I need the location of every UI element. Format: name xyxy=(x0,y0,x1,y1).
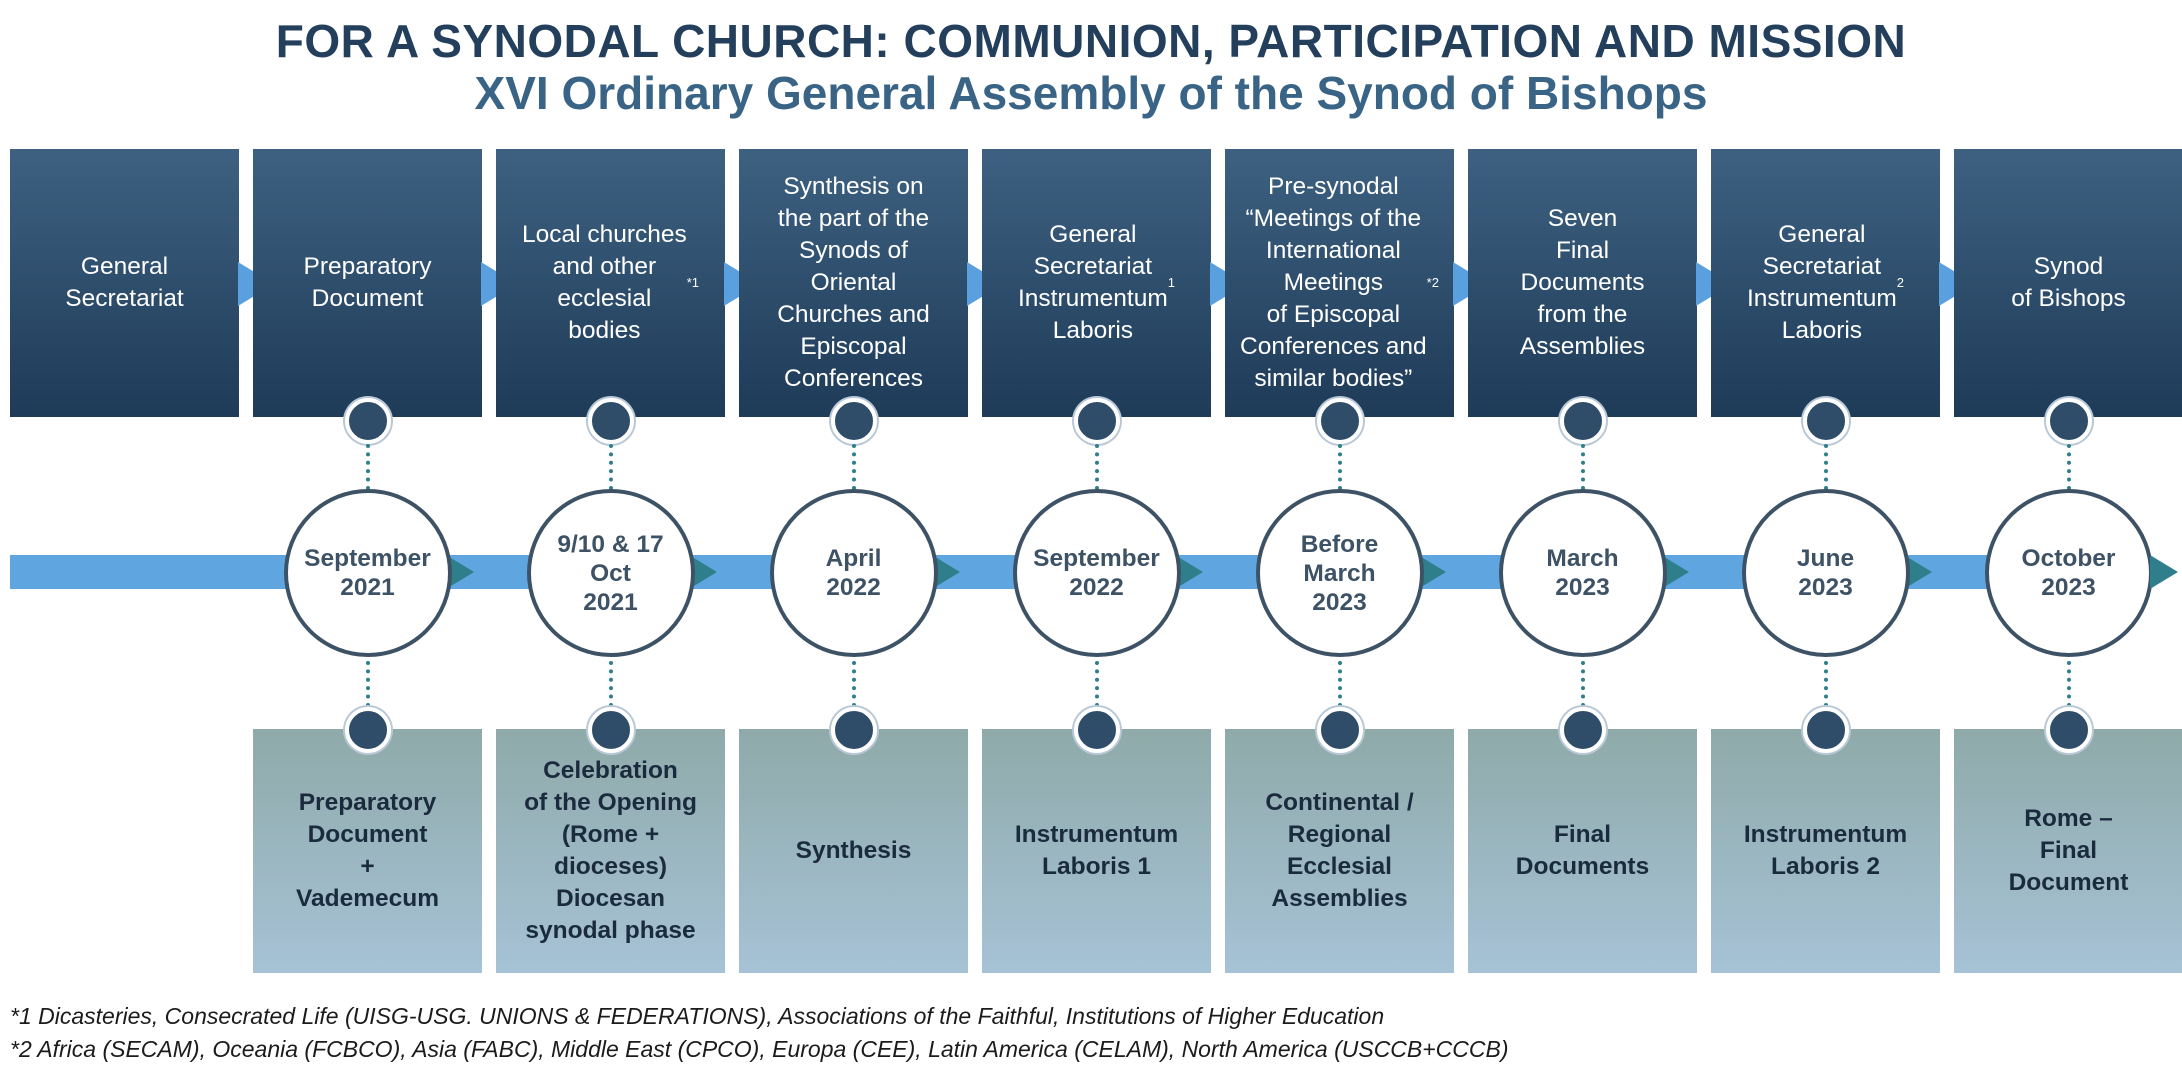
diagram-title: FOR A SYNODAL CHURCH: COMMUNION, PARTICI… xyxy=(275,15,1907,67)
top-connector-node xyxy=(830,398,877,444)
bottom-dotted-connector xyxy=(365,661,370,707)
footnote-marker: 2 xyxy=(1896,275,1904,290)
bottom-connector-node xyxy=(830,707,877,753)
bottom-dotted-connector xyxy=(1337,661,1342,707)
footnote-marker: 1 xyxy=(1167,275,1175,290)
bottom-connector-node xyxy=(587,707,634,753)
top-dotted-connector xyxy=(1580,444,1585,490)
top-connector-node xyxy=(1559,398,1606,444)
top-connector-node xyxy=(587,398,634,444)
top-dotted-connector xyxy=(608,444,613,490)
bottom-connector-node xyxy=(1559,707,1606,753)
top-connector-node xyxy=(1802,398,1849,444)
bottom-dotted-connector xyxy=(608,661,613,707)
stage-bottom-box: Synthesis xyxy=(739,729,968,973)
bottom-connector-node xyxy=(1073,707,1120,753)
bottom-connector-node xyxy=(2045,707,2092,753)
top-dotted-connector xyxy=(1823,444,1828,490)
band-end-arrow-icon xyxy=(2150,555,2178,589)
top-connector-node xyxy=(2045,398,2092,444)
top-dotted-connector xyxy=(851,444,856,490)
bottom-dotted-connector xyxy=(2066,661,2071,707)
bottom-dotted-connector xyxy=(1094,661,1099,707)
top-dotted-connector xyxy=(1094,444,1099,490)
top-connector-node xyxy=(344,398,391,444)
bottom-dotted-connector xyxy=(851,661,856,707)
top-connector-node xyxy=(1073,398,1120,444)
footnote-1: *1 Dicasteries, Consecrated Life (UISG-U… xyxy=(10,1003,1385,1029)
bottom-connector-node xyxy=(344,707,391,753)
top-connector-node xyxy=(1316,398,1363,444)
bottom-connector-node xyxy=(1802,707,1849,753)
top-dotted-connector xyxy=(365,444,370,490)
diagram-subtitle: XVI Ordinary General Assembly of the Syn… xyxy=(474,67,1708,119)
bottom-dotted-connector xyxy=(1823,661,1828,707)
footnote-marker: *1 xyxy=(686,275,700,290)
footnote-2: *2 Africa (SECAM), Oceania (FCBCO), Asia… xyxy=(10,1036,1509,1062)
footnote-marker: *2 xyxy=(1426,275,1439,290)
top-dotted-connector xyxy=(1337,444,1342,490)
bottom-dotted-connector xyxy=(1580,661,1585,707)
top-dotted-connector xyxy=(2066,444,2071,490)
bottom-connector-node xyxy=(1316,707,1363,753)
